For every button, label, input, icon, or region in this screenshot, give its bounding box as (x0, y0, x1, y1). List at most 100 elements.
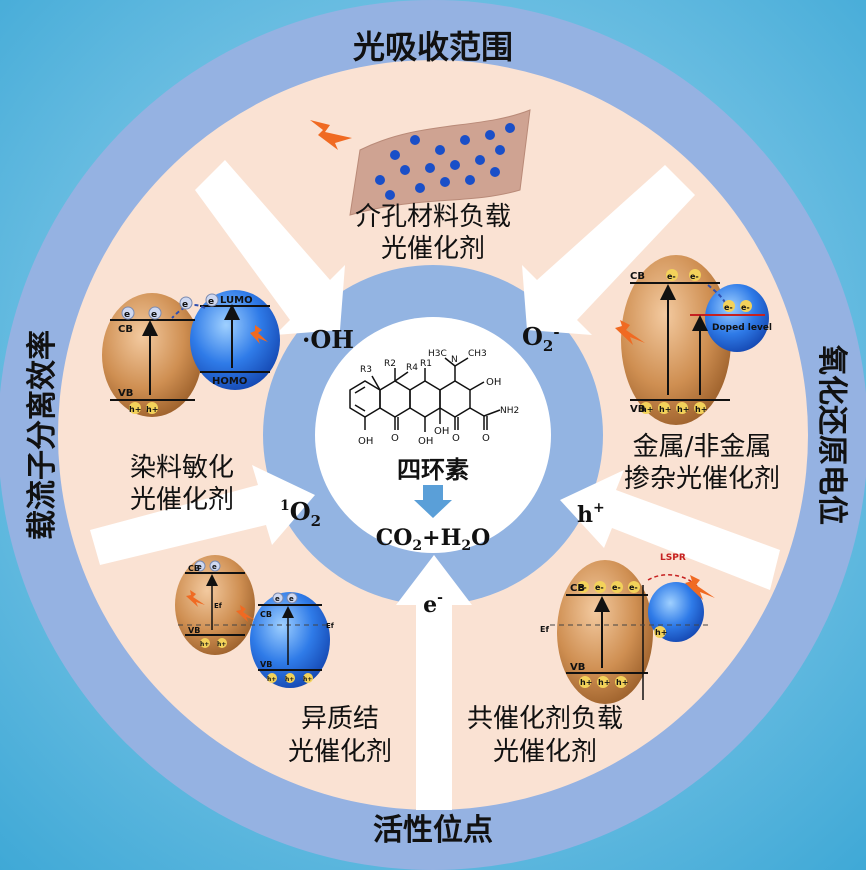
doping-graphic (615, 255, 769, 425)
hetero-e2: e (212, 563, 217, 571)
sector-top-right-line1: 金属/非金属 (633, 432, 772, 462)
hetero-e3: e (275, 595, 280, 603)
cocat-h3: h+ (616, 678, 628, 687)
lightning-icon (310, 120, 352, 150)
ring-label-left: 载流子分离效率 (25, 330, 60, 540)
cocat-e4: e- (629, 583, 638, 592)
hetero-ef-a: Ef (214, 602, 223, 610)
semiconductor-a (175, 555, 255, 655)
hetero-ef-b: Ef (326, 622, 335, 630)
dye-vb-label: VB (118, 388, 133, 399)
sector-bottom-left-line2: 光催化剂 (288, 737, 392, 767)
label-oh4: OH (486, 377, 501, 388)
cocat-e1: e- (578, 583, 587, 592)
cocat-ef-label: Ef (540, 625, 549, 634)
label-o1: O (391, 433, 399, 444)
mesoporous-graphic (310, 109, 531, 216)
dye-h1: h+ (129, 405, 141, 414)
cocat-h1: h+ (580, 678, 592, 687)
hetero-e1: e (197, 563, 202, 571)
lightning-icon (250, 325, 268, 344)
label-ch3: CH3 (468, 349, 487, 359)
arrow-bottom (396, 555, 472, 810)
hetero-vb-b: VB (260, 660, 272, 669)
doped-h3: h+ (677, 405, 689, 414)
ring-label-top: 光吸收范围 (353, 28, 513, 66)
sector-bottom-right-line1: 共催化剂负载 (467, 704, 623, 734)
semiconductor-particle (621, 255, 731, 425)
doped-e4: e- (741, 303, 750, 312)
hetero-cb-a: CB (188, 564, 200, 573)
dye-lumo-label: LUMO (220, 295, 253, 306)
cocat-cb-label: CB (570, 583, 585, 594)
arrow-bottom-left (90, 465, 315, 565)
doped-e2: e- (690, 272, 699, 281)
hetero-vb-a: VB (188, 626, 200, 635)
down-arrow-icon (414, 485, 452, 518)
sector-bottom-left-line1: 异质结 (301, 704, 379, 734)
label-o2: O (452, 433, 460, 444)
label-r3: R3 (360, 365, 372, 375)
cocat-e2: e- (595, 583, 604, 592)
species-o2-minus: O2- (522, 322, 560, 355)
arrow-bottom-right (560, 470, 780, 590)
species-singlet-o2: 1O2 (280, 497, 321, 530)
hetero-h1: h+ (200, 641, 209, 648)
separator-arrows (90, 160, 780, 810)
lightning-icon (186, 590, 205, 607)
sector-bottom-right-line2: 光催化剂 (493, 737, 597, 767)
label-r2: R2 (384, 359, 396, 369)
dye-e3: e (182, 300, 188, 310)
label-oh2: OH (418, 436, 433, 447)
sector-top-line2: 光催化剂 (381, 234, 485, 264)
arrow-top-right (522, 165, 695, 335)
doped-vb-label: VB (630, 404, 645, 415)
ring-label-right: 氧化还原电位 (814, 345, 849, 525)
hetero-h3: h+ (267, 676, 276, 683)
species-oh: ·OH (302, 325, 354, 354)
dye-cb-label: CB (118, 324, 133, 335)
doped-h2: h+ (659, 405, 671, 414)
dye-particle (190, 290, 280, 390)
lightning-icon (236, 605, 255, 622)
lspr-arrow (647, 574, 701, 591)
dye-sensitization-graphic (102, 290, 280, 417)
dye-e4: e (208, 297, 214, 307)
label-r4: R4 (406, 363, 418, 373)
cocat-vb-label: VB (570, 662, 585, 673)
hetero-h2: h+ (217, 641, 226, 648)
cocat-h4: h+ (655, 628, 667, 637)
label-nh2: NH2 (500, 406, 519, 416)
sector-top-left-line1: 染料敏化 (130, 453, 234, 483)
cocat-h2: h+ (598, 678, 610, 687)
hetero-h5: h+ (303, 676, 312, 683)
dye-e2: e (151, 310, 157, 320)
hetero-h4: h+ (285, 676, 294, 683)
label-oh3: OH (434, 426, 449, 437)
doped-e1: e- (667, 272, 676, 281)
cocatalyst-graphic (550, 560, 715, 704)
heterojunction-graphic (175, 555, 330, 688)
dye-e1: e (124, 310, 130, 320)
doped-h1: h+ (641, 405, 653, 414)
hetero-cb-b: CB (260, 610, 272, 619)
lightning-icon (615, 320, 645, 345)
label-o3: O (482, 433, 490, 444)
mesoporous-sheet (349, 109, 531, 216)
dye-homo-label: HOMO (212, 376, 247, 387)
center-disk (315, 317, 551, 553)
dye-h2: h+ (146, 405, 158, 414)
label-oh1: OH (358, 436, 373, 447)
semiconductor-particle (102, 293, 202, 417)
ring-label-bottom: 活性位点 (373, 813, 493, 848)
arrow-top-left (195, 160, 345, 335)
particles (375, 123, 515, 200)
cocat-lspr-label: LSPR (660, 553, 686, 563)
sector-top-left-line2: 光催化剂 (130, 485, 234, 515)
label-n: N (451, 355, 458, 365)
cocat-e3: e- (612, 583, 621, 592)
dopant-particle (705, 284, 769, 352)
sector-top-right-line2: 掺杂光催化剂 (624, 464, 780, 494)
